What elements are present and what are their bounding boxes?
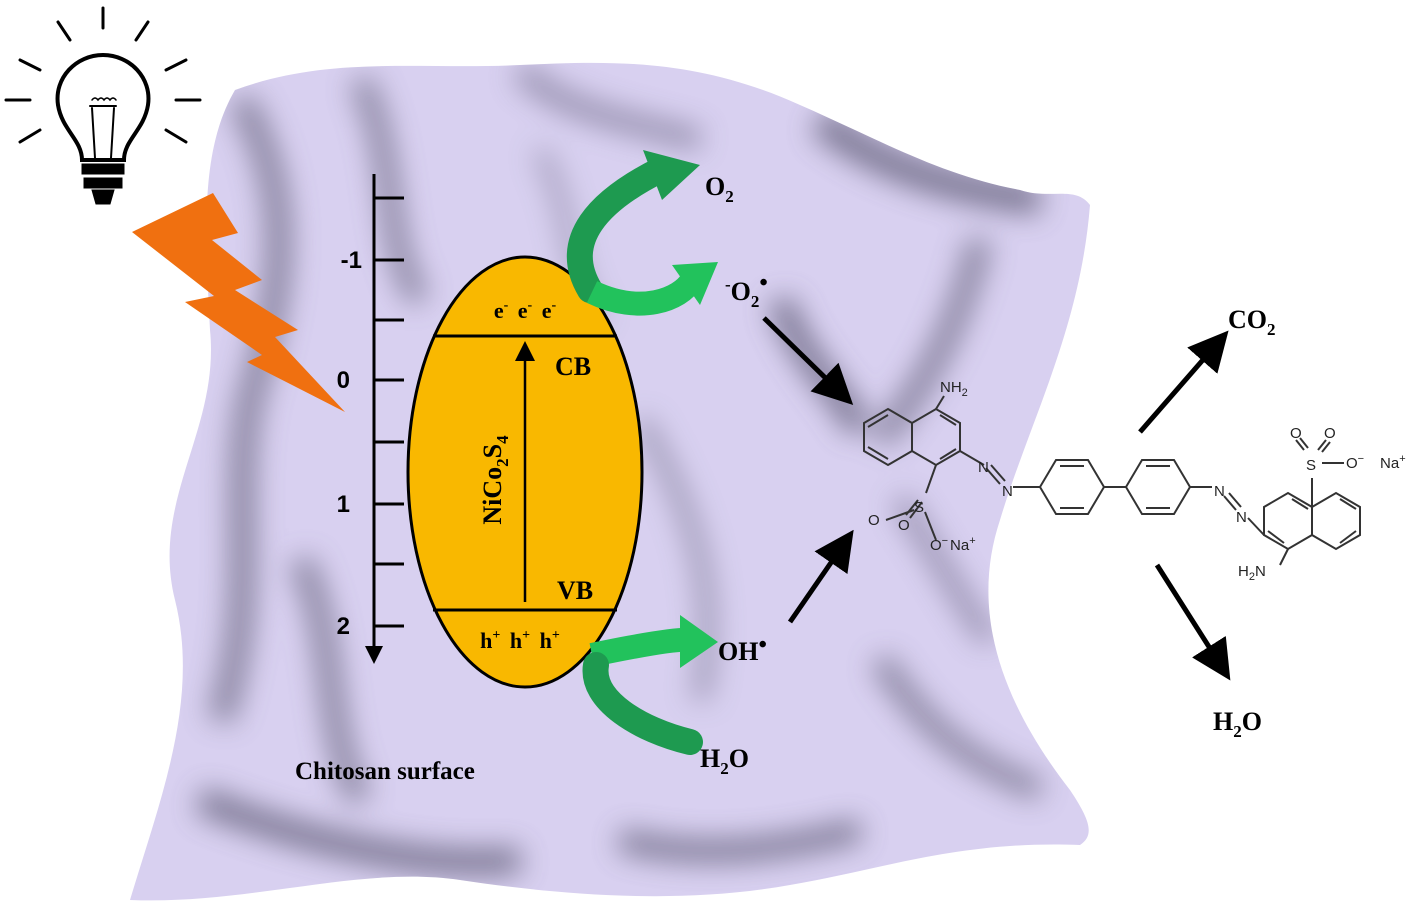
nh2-top: NH2 bbox=[940, 379, 968, 399]
light-bulb-icon bbox=[4, 6, 202, 205]
reaction-arrows bbox=[762, 316, 1231, 681]
tick-label: -1 bbox=[341, 247, 362, 274]
water-in-label: H2O bbox=[700, 744, 749, 778]
lightning-bolt-icon bbox=[132, 193, 345, 412]
tick-label: 2 bbox=[337, 613, 350, 640]
oxidation-arrow bbox=[582, 615, 718, 755]
oxygen: O bbox=[898, 517, 910, 534]
reduction-arrow bbox=[566, 150, 718, 316]
azo-n: N bbox=[1236, 509, 1247, 526]
oxygen: O bbox=[868, 512, 880, 529]
material-label: NiCo2S4 bbox=[478, 435, 512, 525]
water-out-label: H2O bbox=[1213, 707, 1262, 741]
hydroxyl-label: OH• bbox=[718, 632, 767, 666]
azo-n: N bbox=[1002, 483, 1013, 500]
hole-labels: h+ h+ h+ bbox=[480, 619, 560, 653]
oxide-anion: O− bbox=[1346, 453, 1364, 472]
sulfur: S bbox=[1306, 457, 1316, 474]
co2-label: CO2 bbox=[1228, 305, 1276, 339]
oxygen: O bbox=[1290, 425, 1302, 442]
dye-to-water-arrow bbox=[1154, 563, 1231, 681]
axis-tick-labels: -1 0 1 2 bbox=[337, 247, 362, 640]
dye-molecule bbox=[863, 395, 1361, 566]
azo-n: N bbox=[1214, 483, 1225, 500]
tick-label: 0 bbox=[337, 367, 350, 394]
electron-labels: e- e- e- bbox=[494, 289, 557, 323]
sodium: Na+ bbox=[950, 535, 976, 554]
hydroxyl-to-dye-arrow bbox=[787, 529, 854, 624]
o2-label: O2 bbox=[705, 172, 734, 206]
vb-label: VB bbox=[557, 576, 593, 605]
dye-molecule-labels: NH2 N N S O O O− Na+ N N S O O O− Na+ H2… bbox=[868, 379, 1406, 583]
band-ellipse bbox=[406, 255, 644, 689]
cb-label: CB bbox=[555, 352, 591, 381]
sulfur: S bbox=[914, 499, 924, 516]
superoxide-to-dye-arrow bbox=[762, 316, 854, 405]
surface-label: Chitosan surface bbox=[295, 758, 475, 785]
potential-axis bbox=[365, 174, 404, 664]
nh2-bottom: H2N bbox=[1238, 563, 1266, 583]
tick-label: 1 bbox=[337, 491, 350, 518]
oxide-anion: O− bbox=[930, 535, 948, 554]
dye-to-co2-arrow bbox=[1138, 330, 1229, 434]
superoxide-label: -O2• bbox=[725, 270, 768, 311]
oxygen: O bbox=[1324, 425, 1336, 442]
sodium: Na+ bbox=[1380, 453, 1406, 472]
azo-n: N bbox=[978, 459, 989, 476]
